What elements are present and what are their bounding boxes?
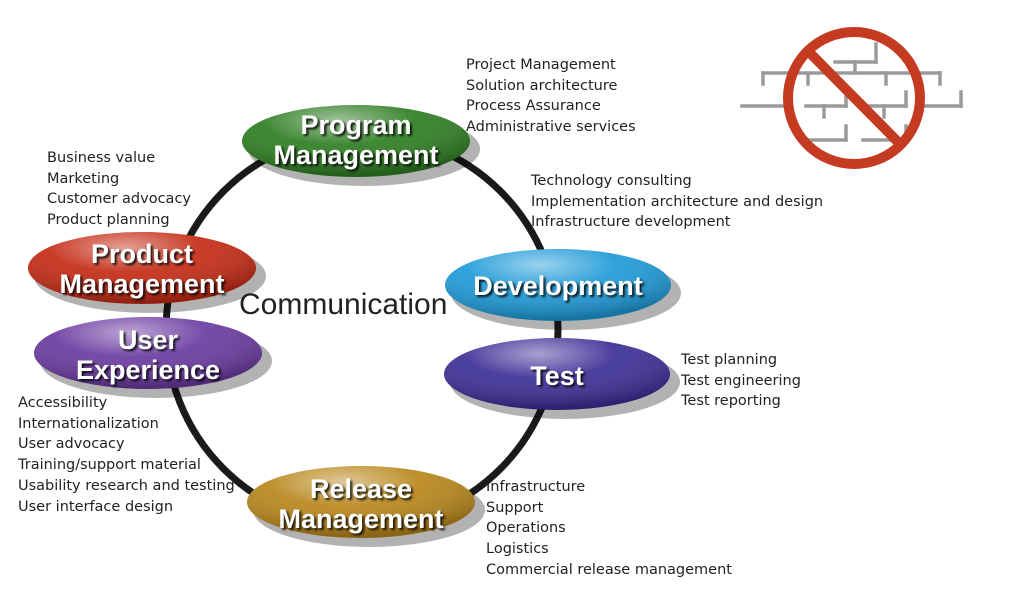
- role-ellipse-release[interactable]: [247, 466, 485, 547]
- note-item: Administrative services: [466, 119, 636, 136]
- note-item: Marketing: [47, 170, 120, 187]
- note-item: Project Management: [466, 57, 616, 73]
- note-item: Test planning: [681, 352, 778, 368]
- note-item: Customer advocacy: [47, 191, 191, 208]
- note-item: Test reporting: [681, 393, 781, 410]
- role-notes-user-experience: Accessibility Internationalization User …: [18, 393, 235, 517]
- note-item: Implementation architecture and design: [531, 193, 824, 210]
- note-item: Product planning: [47, 212, 170, 229]
- role-notes-development: Technology consulting Implementation arc…: [531, 171, 823, 233]
- note-item: Operations: [486, 520, 566, 537]
- note-item: Commercial release management: [486, 561, 732, 578]
- communication-label: Communication: [239, 288, 448, 321]
- note-item: Infrastructure development: [531, 214, 731, 231]
- note-item: User advocacy: [18, 436, 125, 453]
- no-org-chart-icon: [740, 27, 963, 169]
- note-item: Accessibility: [18, 395, 108, 411]
- note-item: Internationalization: [18, 415, 159, 432]
- note-item: Process Assurance: [466, 98, 601, 115]
- role-ellipse-development[interactable]: [445, 249, 681, 330]
- role-notes-release: Infrastructure Support Operations Logist…: [486, 477, 732, 581]
- role-ellipse-product[interactable]: [28, 232, 266, 313]
- role-ellipse-user-experience[interactable]: [34, 317, 272, 398]
- role-notes-product: Business value Marketing Customer advoca…: [47, 148, 191, 231]
- note-item: Solution architecture: [466, 77, 618, 94]
- note-item: Logistics: [486, 541, 549, 558]
- role-ellipse-program[interactable]: [242, 105, 480, 186]
- note-item: Usability research and testing: [18, 477, 235, 494]
- role-ellipse-test[interactable]: [444, 338, 680, 419]
- note-item: User interface design: [18, 498, 174, 515]
- note-item: Test engineering: [681, 372, 801, 389]
- note-item: Training/support material: [18, 457, 201, 474]
- note-item: Business value: [47, 150, 156, 166]
- note-item: Support: [486, 499, 544, 516]
- note-item: Infrastructure: [486, 479, 586, 495]
- note-item: Technology consulting: [531, 173, 692, 189]
- role-notes-program: Project Management Solution architecture…: [466, 55, 636, 138]
- role-notes-test: Test planning Test engineering Test repo…: [681, 350, 801, 412]
